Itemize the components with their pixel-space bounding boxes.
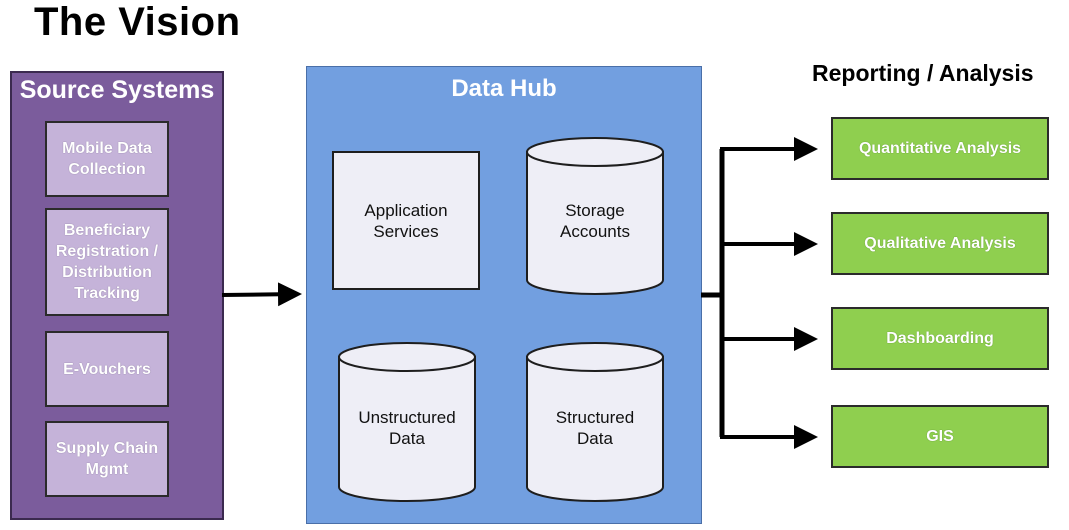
source-item-beneficiary-registration: Beneficiary Registration / Distribution … bbox=[45, 208, 169, 316]
report-item-label: Qualitative Analysis bbox=[864, 234, 1016, 252]
data-hub-title: Data Hub bbox=[451, 75, 557, 102]
application-services-label: Application Services bbox=[364, 200, 448, 241]
source-systems-title: Source Systems bbox=[19, 76, 215, 104]
page-title: The Vision bbox=[34, 0, 241, 44]
reporting-analysis-title: Reporting / Analysis bbox=[812, 60, 1034, 86]
structured-data-label: Structured Data bbox=[555, 408, 635, 448]
storage-accounts-cylinder: Storage Accounts bbox=[525, 136, 665, 296]
report-item-label: Quantitative Analysis bbox=[858, 139, 1022, 157]
source-to-hub-arrow bbox=[221, 282, 302, 307]
source-item-label: Beneficiary Registration / Distribution … bbox=[55, 222, 159, 302]
storage-accounts-label: Storage Accounts bbox=[560, 201, 630, 241]
source-item-e-vouchers: E-Vouchers bbox=[45, 331, 169, 407]
report-item-label: GIS bbox=[926, 427, 954, 445]
cylinder-shape bbox=[526, 137, 664, 295]
source-item-supply-chain: Supply Chain Mgmt bbox=[45, 421, 169, 497]
source-item-mobile-data-collection: Mobile Data Collection bbox=[45, 121, 169, 197]
structured-data-cylinder: Structured Data bbox=[525, 341, 665, 503]
source-item-label: Supply Chain Mgmt bbox=[55, 440, 159, 478]
source-item-label: E-Vouchers bbox=[63, 360, 151, 378]
application-services-box: Application Services bbox=[332, 151, 480, 290]
report-item-label: Dashboarding bbox=[886, 329, 994, 347]
report-item-quantitative-analysis: Quantitative Analysis bbox=[831, 117, 1049, 180]
unstructured-data-label: Unstructured Data bbox=[358, 408, 456, 448]
unstructured-data-cylinder: Unstructured Data bbox=[337, 341, 477, 503]
source-item-label: Mobile Data Collection bbox=[62, 140, 152, 178]
report-item-dashboarding: Dashboarding bbox=[831, 307, 1049, 370]
cylinder-shape bbox=[526, 342, 664, 502]
report-item-qualitative-analysis: Qualitative Analysis bbox=[831, 212, 1049, 275]
cylinder-shape bbox=[338, 342, 476, 502]
report-item-gis: GIS bbox=[831, 405, 1049, 468]
